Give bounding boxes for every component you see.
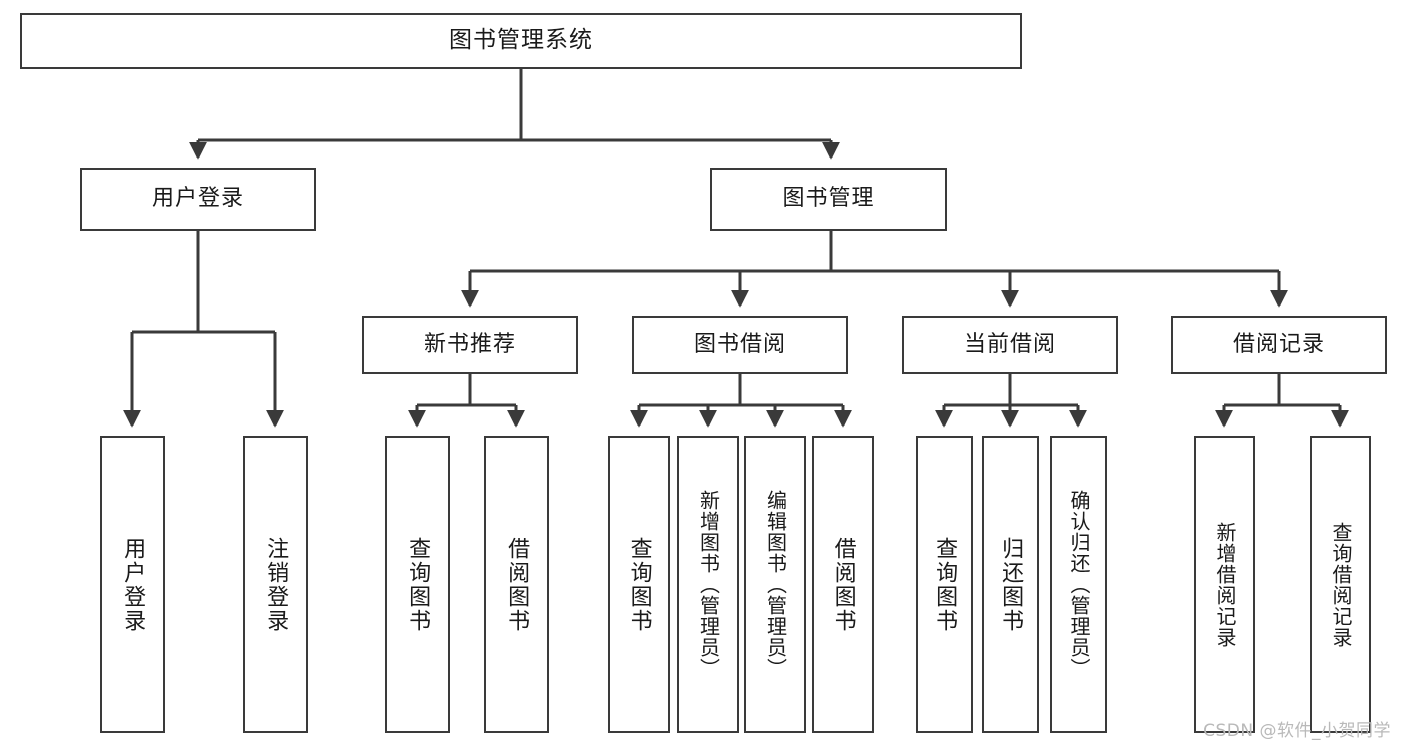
node-book-management[interactable]: 图书管理 [710, 168, 947, 231]
leaf-node[interactable]: 新增图书（管理员） [677, 436, 739, 733]
leaf-label: 借阅图书 [504, 536, 530, 633]
leaf-node[interactable]: 归还图书 [982, 436, 1039, 733]
leaf-node[interactable]: 查询借阅记录 [1310, 436, 1371, 733]
leaf-label: 编辑图书（管理员） [763, 490, 788, 679]
leaf-node[interactable]: 查询图书 [608, 436, 670, 733]
leaf-node[interactable]: 借阅图书 [484, 436, 549, 733]
leaf-label: 注销登录 [263, 536, 289, 633]
leaf-label: 新增图书（管理员） [696, 490, 721, 679]
leaf-node[interactable]: 新增借阅记录 [1194, 436, 1255, 733]
leaf-node[interactable]: 确认归还（管理员） [1050, 436, 1107, 733]
node-borrowing-records[interactable]: 借阅记录 [1171, 316, 1387, 374]
node-current-borrowing[interactable]: 当前借阅 [902, 316, 1118, 374]
leaf-label: 借阅图书 [830, 536, 856, 633]
leaf-label: 归还图书 [998, 536, 1024, 633]
leaf-label: 查询图书 [932, 536, 958, 633]
leaf-label: 确认归还（管理员） [1067, 490, 1091, 679]
leaf-node[interactable]: 查询图书 [385, 436, 450, 733]
watermark-text: CSDN @软件_小贺同学 [1203, 721, 1391, 741]
leaf-node[interactable]: 用户登录 [100, 436, 165, 733]
node-new-book-recommendation[interactable]: 新书推荐 [362, 316, 578, 374]
node-book-borrowing[interactable]: 图书借阅 [632, 316, 848, 374]
node-root-library-management-system[interactable]: 图书管理系统 [20, 13, 1022, 69]
leaf-node[interactable]: 查询图书 [916, 436, 973, 733]
leaf-label: 用户登录 [120, 536, 146, 633]
leaf-node[interactable]: 注销登录 [243, 436, 308, 733]
leaf-label: 查询图书 [626, 536, 652, 633]
leaf-node[interactable]: 编辑图书（管理员） [744, 436, 806, 733]
leaf-label: 查询借阅记录 [1329, 521, 1353, 648]
node-user-login[interactable]: 用户登录 [80, 168, 316, 231]
leaf-label: 查询图书 [405, 536, 431, 633]
leaf-node[interactable]: 借阅图书 [812, 436, 874, 733]
leaf-label: 新增借阅记录 [1213, 521, 1237, 648]
